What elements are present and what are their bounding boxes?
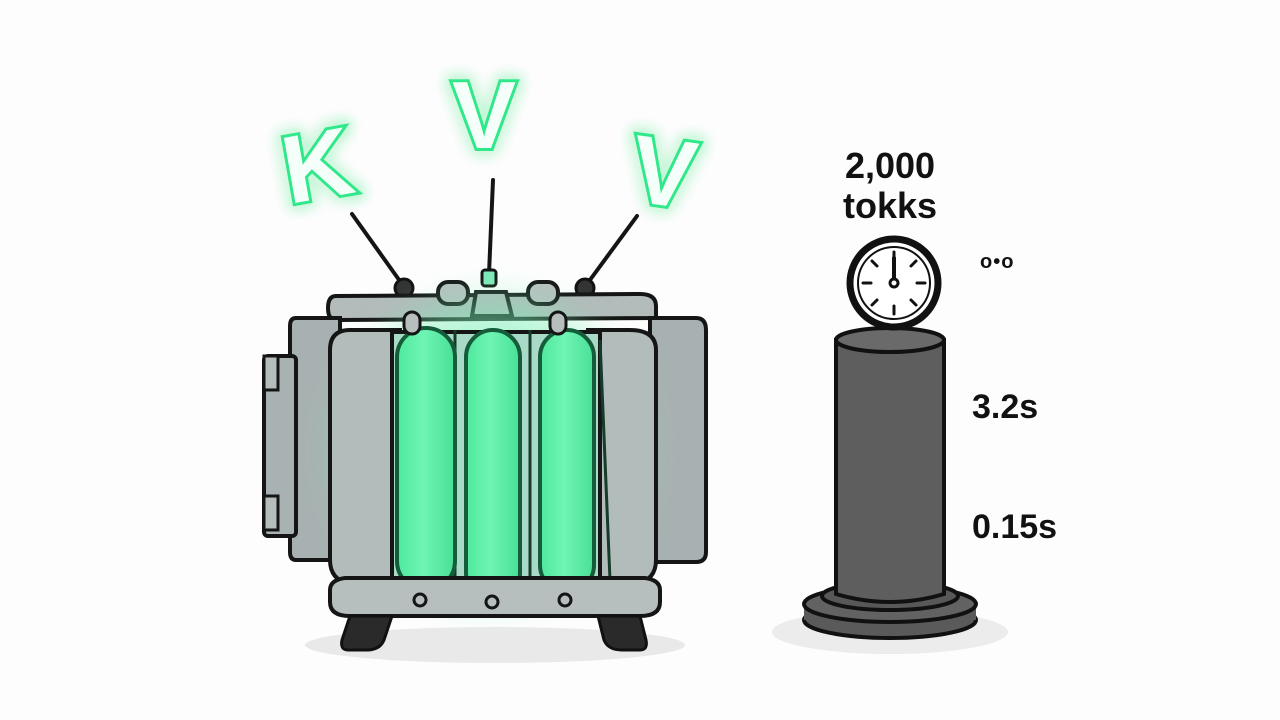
cylinder-left (395, 310, 457, 592)
kv-glow-letters: K V V (271, 59, 705, 233)
time-fast-label: 0.15s (972, 508, 1058, 546)
device-shadow (305, 627, 685, 663)
transformer-device (262, 178, 708, 652)
dots-glyph: o•o (980, 251, 1015, 273)
cylinder-right (538, 310, 596, 594)
token-count-unit: tokks (842, 185, 938, 226)
letter-v2-icon: V (624, 115, 702, 230)
letter-k-icon: K (274, 107, 361, 224)
token-count-value: 2,000 (844, 145, 936, 186)
token-count-label: 2,000 tokks (838, 146, 942, 226)
cylinder-middle (464, 328, 522, 602)
time-slow-label: 3.2s (972, 388, 1039, 426)
letter-v1-icon: V (452, 62, 516, 169)
stopwatch-icon (846, 235, 942, 331)
timer-pillar (802, 326, 978, 640)
